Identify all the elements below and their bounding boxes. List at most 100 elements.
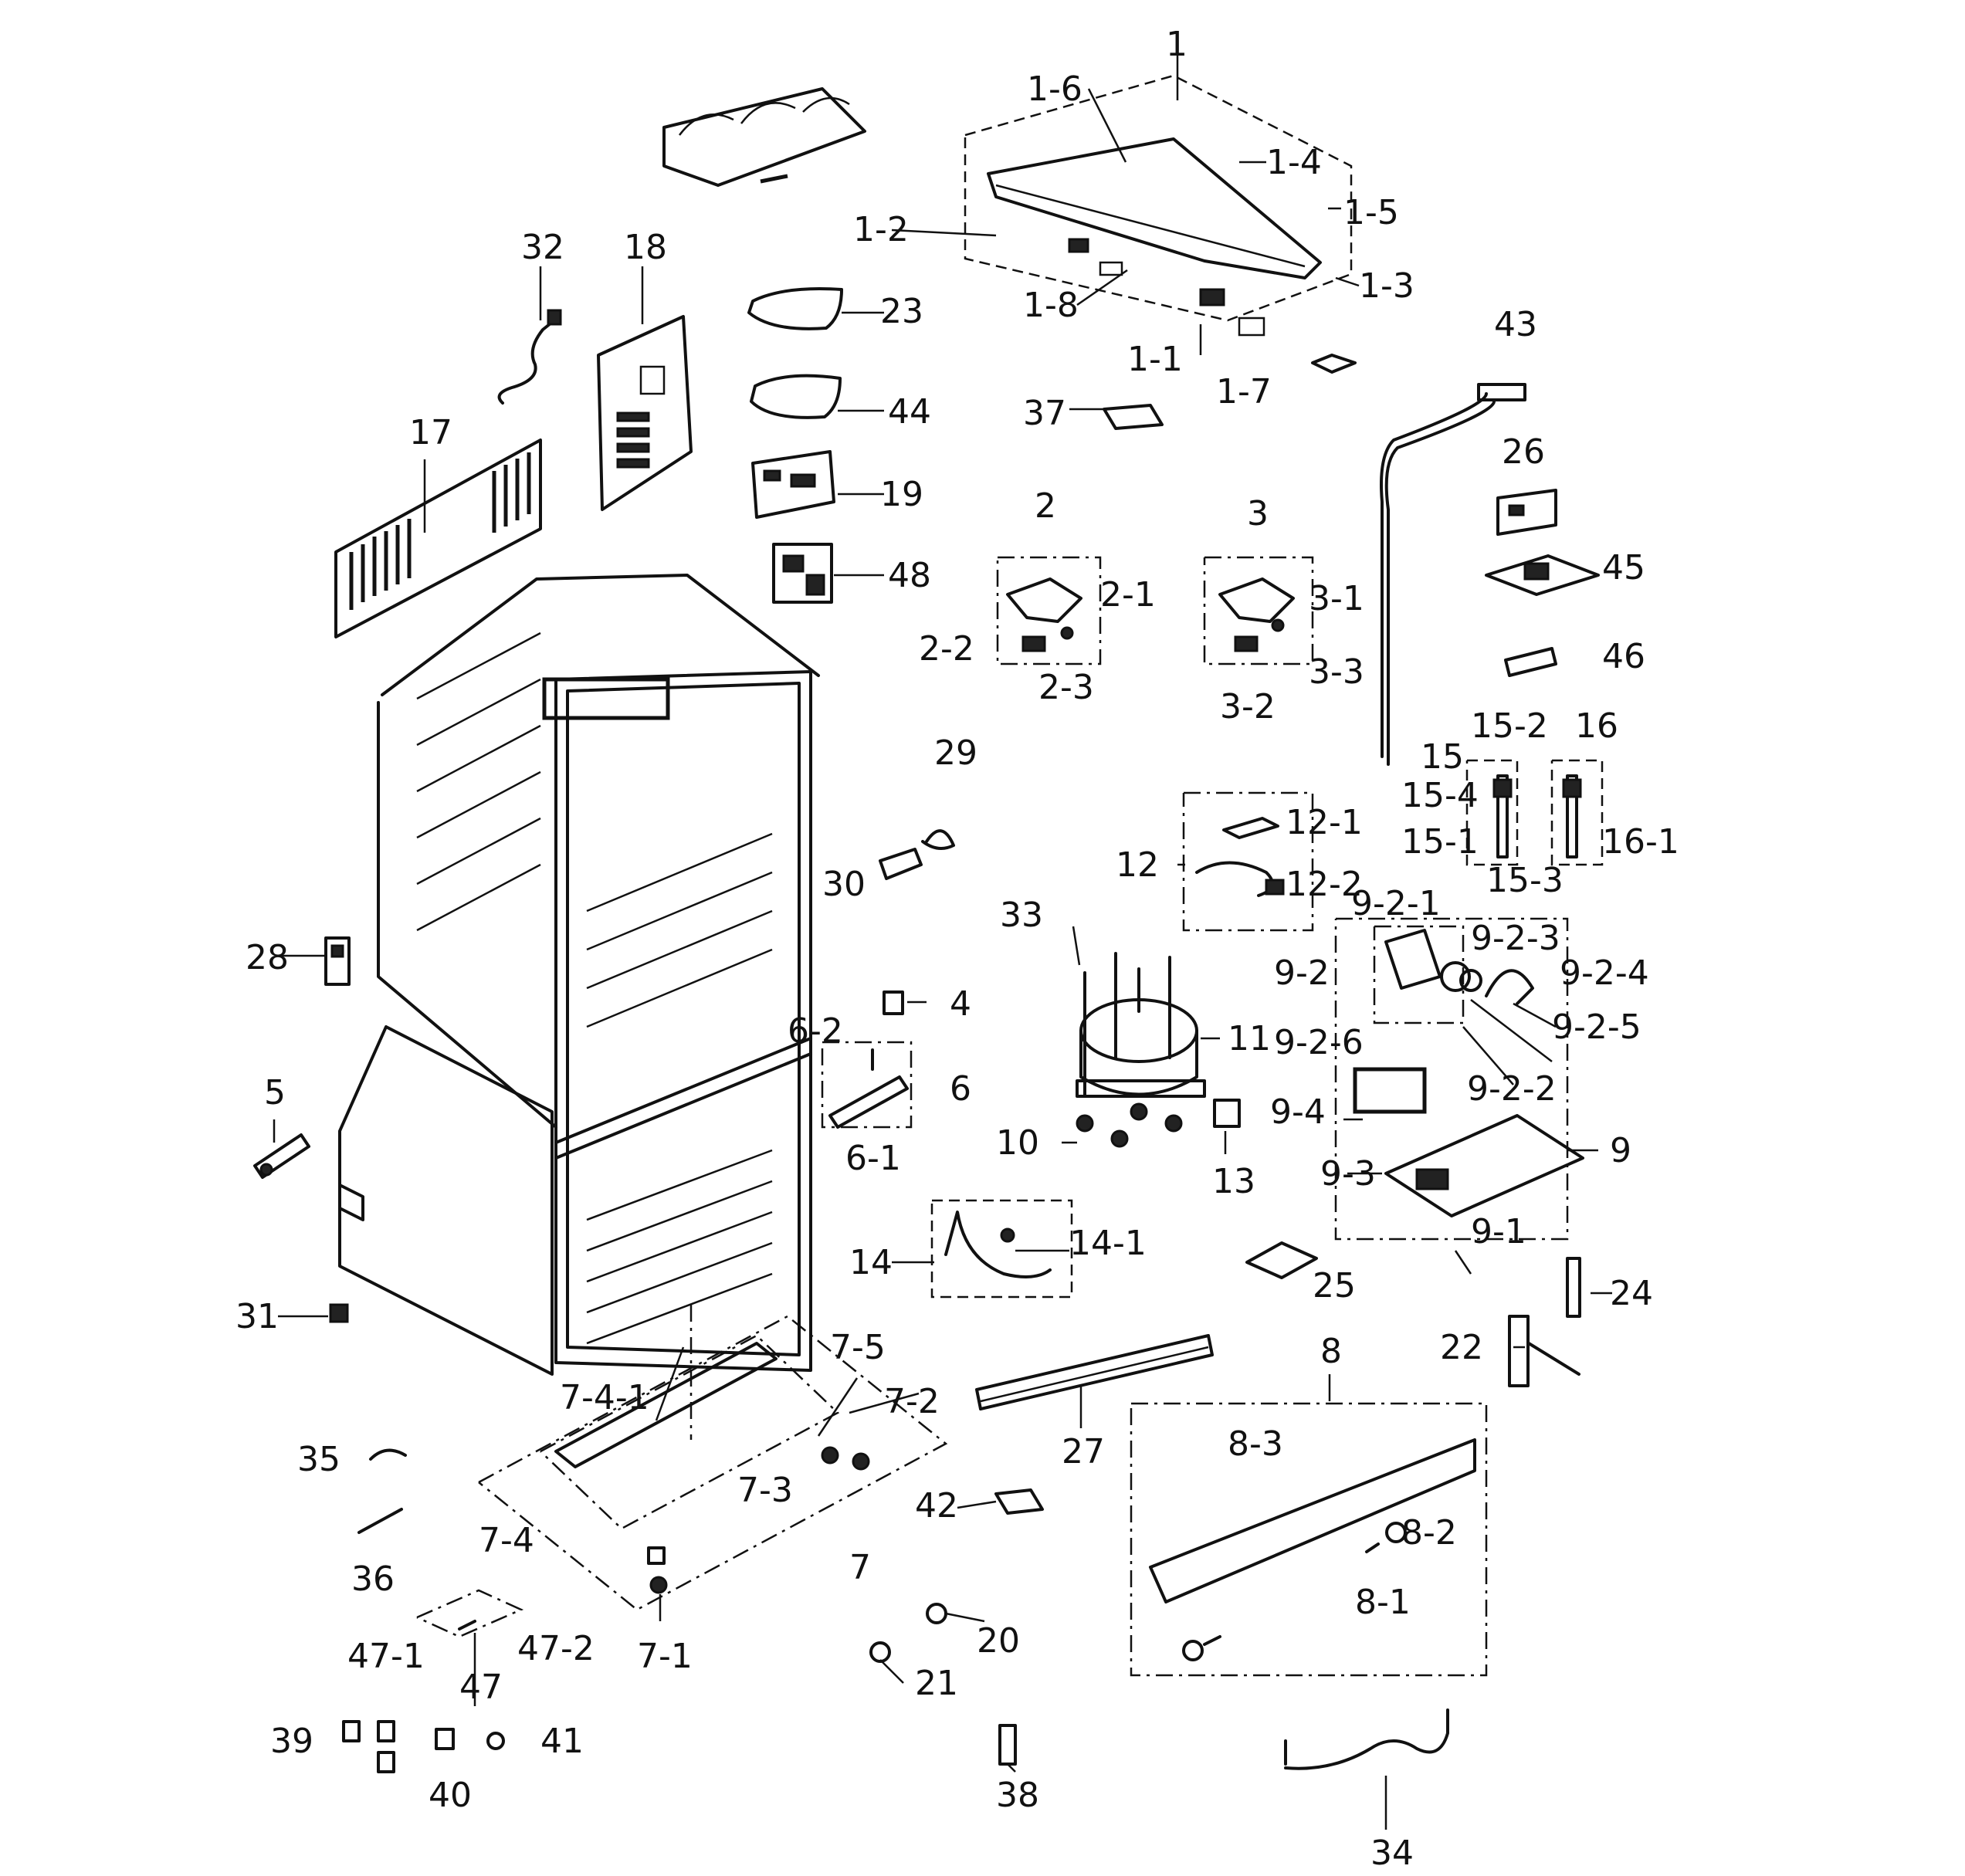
label-26: 26 xyxy=(1502,432,1545,472)
label-39: 39 xyxy=(270,1722,313,1761)
label-12-2: 12-2 xyxy=(1286,865,1363,904)
label-4: 4 xyxy=(950,984,971,1024)
label-9-2-2: 9-2-2 xyxy=(1467,1069,1557,1109)
hinge-part-5 xyxy=(253,1133,310,1179)
pcb-part-19 xyxy=(751,450,835,519)
label-6-1: 6-1 xyxy=(845,1139,901,1178)
label-41: 41 xyxy=(540,1722,584,1761)
bracket-assembly-6 xyxy=(821,1041,913,1129)
label-32: 32 xyxy=(521,228,564,267)
label-9: 9 xyxy=(1610,1131,1631,1170)
compressor-part-11 xyxy=(1076,952,1206,1148)
part-labels: 1 1-6 1-4 1-5 1-2 1-3 1-8 1-1 1-7 32 18 … xyxy=(235,25,1679,1873)
label-34: 34 xyxy=(1370,1834,1414,1873)
assembly-8 xyxy=(1130,1402,1488,1677)
label-35: 35 xyxy=(297,1440,340,1479)
wire-part-34 xyxy=(1284,1708,1449,1770)
label-1-1: 1-1 xyxy=(1127,340,1183,379)
label-44: 44 xyxy=(888,392,931,432)
label-2-2: 2-2 xyxy=(919,629,974,669)
label-9-2: 9-2 xyxy=(1274,953,1330,993)
clip-part-39 xyxy=(342,1720,395,1773)
assembly-7 xyxy=(478,1315,948,1611)
bracket-part-25 xyxy=(1245,1241,1318,1279)
label-1-3: 1-3 xyxy=(1359,266,1414,306)
foot-part-21 xyxy=(869,1641,891,1663)
label-11: 11 xyxy=(1228,1019,1271,1058)
label-16-1: 16-1 xyxy=(1602,822,1679,862)
label-37: 37 xyxy=(1023,394,1066,433)
label-3-1: 3-1 xyxy=(1309,579,1364,618)
label-15-2: 15-2 xyxy=(1471,706,1548,746)
label-7: 7 xyxy=(849,1548,871,1587)
power-cord-part-32 xyxy=(497,309,562,405)
fan-shroud-part xyxy=(662,87,866,187)
label-5: 5 xyxy=(264,1073,286,1112)
label-25: 25 xyxy=(1313,1266,1356,1305)
label-7-4: 7-4 xyxy=(479,1521,534,1560)
label-14-1: 14-1 xyxy=(1069,1224,1147,1263)
connector-part-38 xyxy=(998,1724,1017,1766)
label-9-2-6: 9-2-6 xyxy=(1274,1023,1364,1062)
label-15: 15 xyxy=(1421,737,1464,777)
cap-part-4 xyxy=(883,990,904,1015)
clip-part-35 xyxy=(369,1448,407,1461)
label-43: 43 xyxy=(1494,305,1537,344)
label-38: 38 xyxy=(996,1776,1039,1815)
label-15-1: 15-1 xyxy=(1401,822,1479,862)
bracket-part-37 xyxy=(1103,404,1164,430)
label-1-4: 1-4 xyxy=(1266,143,1322,182)
label-12: 12 xyxy=(1116,845,1159,885)
pcb-part-48 xyxy=(772,543,833,604)
pcb-part-26 xyxy=(1496,489,1557,536)
label-15-4: 15-4 xyxy=(1401,776,1479,815)
bracket-part-28 xyxy=(324,936,351,986)
rail-part-27 xyxy=(975,1334,1214,1410)
label-13: 13 xyxy=(1212,1162,1255,1201)
label-29: 29 xyxy=(934,733,977,773)
label-3-3: 3-3 xyxy=(1309,652,1364,692)
plug-part-41 xyxy=(486,1732,505,1750)
label-2-3: 2-3 xyxy=(1038,668,1094,707)
label-28: 28 xyxy=(246,938,289,977)
label-8: 8 xyxy=(1320,1332,1342,1371)
label-21: 21 xyxy=(915,1664,958,1703)
label-8-1: 8-1 xyxy=(1355,1583,1411,1622)
label-6: 6 xyxy=(950,1069,971,1109)
label-15-3: 15-3 xyxy=(1486,861,1564,900)
relay-part-13 xyxy=(1213,1099,1241,1128)
label-1-6: 1-6 xyxy=(1027,69,1082,109)
label-9-2-5: 9-2-5 xyxy=(1552,1007,1641,1047)
label-47-1: 47-1 xyxy=(347,1637,425,1676)
label-22: 22 xyxy=(1440,1328,1483,1367)
label-24: 24 xyxy=(1610,1274,1653,1313)
label-23: 23 xyxy=(880,292,923,331)
label-1-7: 1-7 xyxy=(1216,372,1272,411)
leader-lines xyxy=(273,88,1612,1830)
label-17: 17 xyxy=(409,413,452,452)
label-2-1: 2-1 xyxy=(1100,575,1156,615)
pin-part-36 xyxy=(357,1508,403,1534)
label-9-2-1: 9-2-1 xyxy=(1351,884,1441,923)
label-3: 3 xyxy=(1247,494,1269,533)
assembly-16 xyxy=(1550,759,1604,866)
plate-part-45 xyxy=(1485,554,1600,596)
clip-part-46 xyxy=(1504,647,1557,677)
assembly-3-hinge xyxy=(1203,556,1314,665)
assembly-9 xyxy=(1334,917,1584,1241)
tube-part-43 xyxy=(1380,383,1526,766)
label-1-2: 1-2 xyxy=(853,210,909,249)
label-1-5: 1-5 xyxy=(1343,193,1399,232)
label-30: 30 xyxy=(822,865,866,904)
label-9-2-4: 9-2-4 xyxy=(1560,953,1649,993)
label-7-5: 7-5 xyxy=(830,1328,886,1367)
label-14: 14 xyxy=(849,1243,893,1282)
wire-part-29 xyxy=(921,829,955,850)
pcb-cover-part-18 xyxy=(597,315,693,511)
label-7-4-1: 7-4-1 xyxy=(560,1378,649,1417)
label-40: 40 xyxy=(429,1776,472,1815)
cabinet-body xyxy=(338,574,820,1440)
label-6-2: 6-2 xyxy=(788,1011,843,1051)
label-18: 18 xyxy=(624,228,667,267)
label-9-2-3: 9-2-3 xyxy=(1471,919,1560,958)
